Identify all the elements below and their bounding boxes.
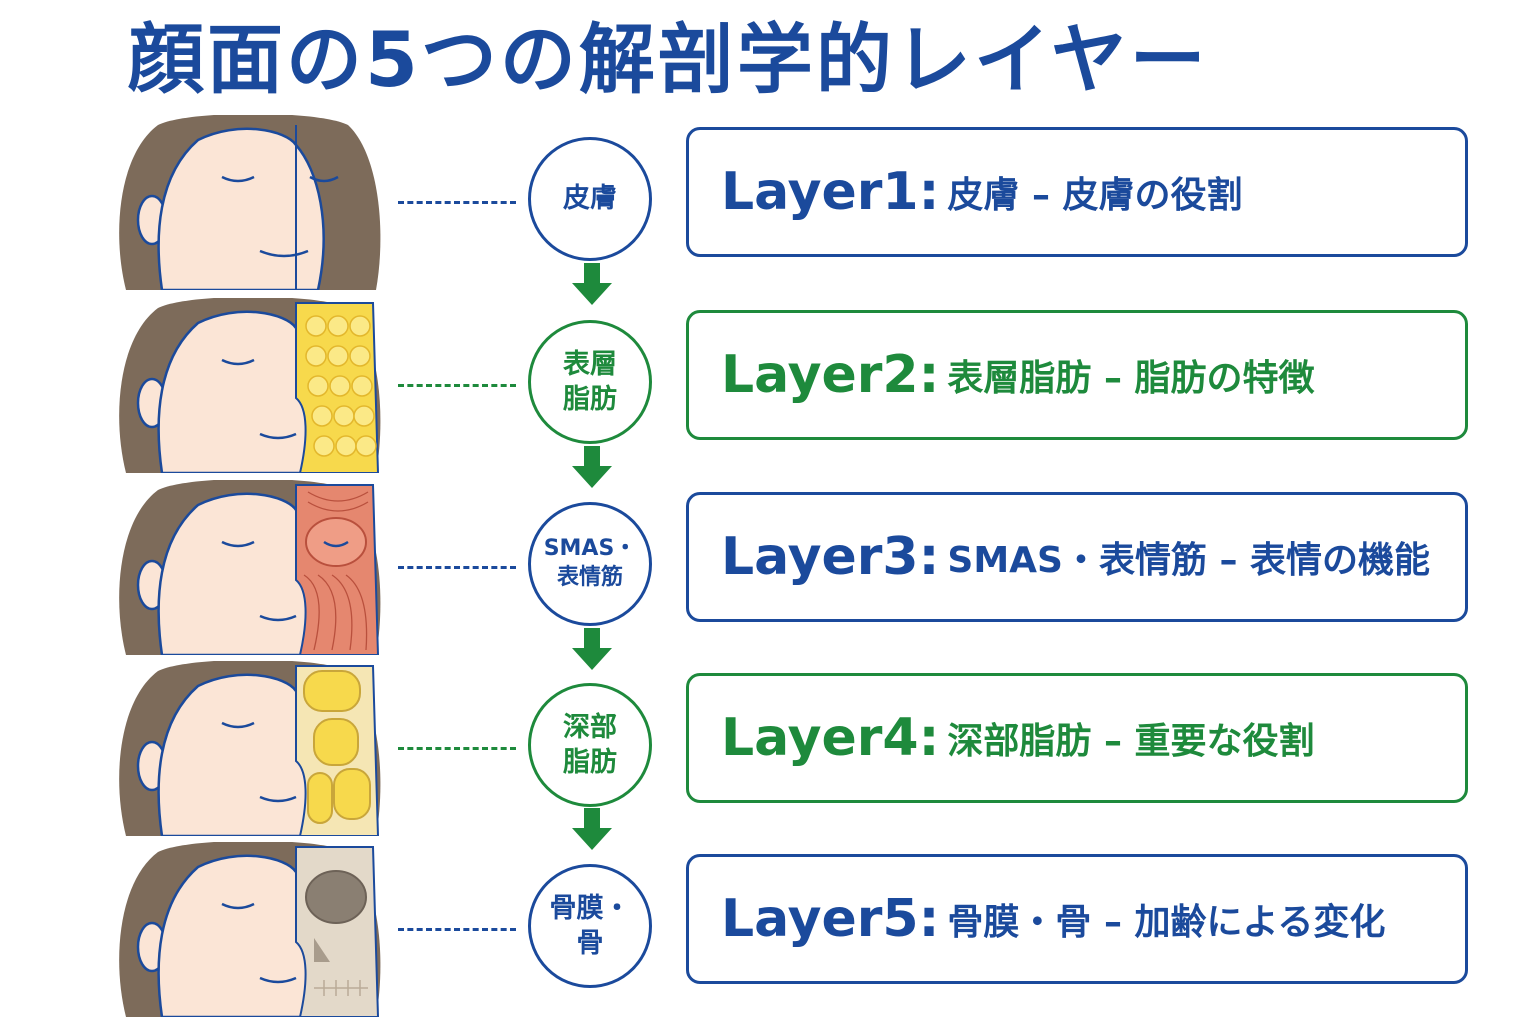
layer-label-box: Layer1: 皮膚 – 皮膚の役割 <box>686 127 1468 257</box>
down-arrow-icon <box>572 263 612 305</box>
connector-line <box>398 566 516 569</box>
connector-line <box>398 201 516 204</box>
layer-label-box: Layer4: 深部脂肪 – 重要な役割 <box>686 673 1468 803</box>
layer-label-box: Layer5: 骨膜・骨 – 加齢による変化 <box>686 854 1468 984</box>
layer-description: SMAS・表情筋 – 表情の機能 <box>947 540 1431 581</box>
face-bone-illustration <box>119 842 381 1017</box>
layer-name: Layer1: <box>721 162 940 222</box>
page-title: 顔面の5つの解剖学的レイヤー <box>128 15 1209 104</box>
layer-row: 骨膜・ 骨 Layer5: 骨膜・骨 – 加齢による変化 <box>0 842 1536 1017</box>
layer-row: SMAS・ 表情筋 Layer3: SMAS・表情筋 – 表情の機能 <box>0 480 1536 655</box>
face-skin-illustration <box>119 115 381 290</box>
layer-name: Layer4: <box>721 708 940 768</box>
down-arrow-icon <box>572 446 612 488</box>
connector-line <box>398 384 516 387</box>
layer-name: Layer3: <box>721 527 940 587</box>
layer-description: 表層脂肪 – 脂肪の特徴 <box>947 358 1315 399</box>
layer-label-box: Layer2: 表層脂肪 – 脂肪の特徴 <box>686 310 1468 440</box>
layer-circle: SMAS・ 表情筋 <box>528 502 652 626</box>
face-muscle-illustration <box>119 480 381 655</box>
layer-row: 深部 脂肪 Layer4: 深部脂肪 – 重要な役割 <box>0 661 1536 836</box>
connector-line <box>398 928 516 931</box>
layer-description: 深部脂肪 – 重要な役割 <box>947 721 1315 762</box>
layer-description: 骨膜・骨 – 加齢による変化 <box>947 902 1386 943</box>
layer-label-box: Layer3: SMAS・表情筋 – 表情の機能 <box>686 492 1468 622</box>
layer-circle: 表層 脂肪 <box>528 320 652 444</box>
face-superficial-fat-illustration <box>119 298 381 473</box>
layer-row: 皮膚 Layer1: 皮膚 – 皮膚の役割 <box>0 115 1536 290</box>
layer-circle: 骨膜・ 骨 <box>528 864 652 988</box>
layer-circle: 皮膚 <box>528 137 652 261</box>
face-deep-fat-illustration <box>119 661 381 836</box>
down-arrow-icon <box>572 628 612 670</box>
layer-circle: 深部 脂肪 <box>528 683 652 807</box>
down-arrow-icon <box>572 808 612 850</box>
connector-line <box>398 747 516 750</box>
layer-name: Layer2: <box>721 345 940 405</box>
layer-description: 皮膚 – 皮膚の役割 <box>947 175 1243 216</box>
layer-row: 表層 脂肪 Layer2: 表層脂肪 – 脂肪の特徴 <box>0 298 1536 473</box>
layer-name: Layer5: <box>721 889 940 949</box>
